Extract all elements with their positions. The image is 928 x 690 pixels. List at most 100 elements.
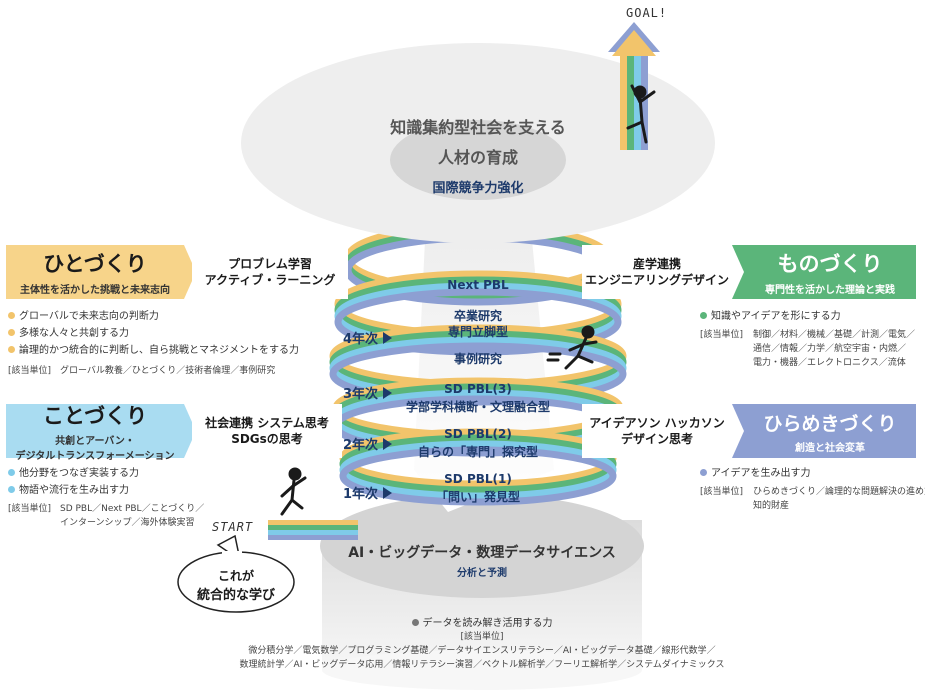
hiramekizukuri-subtitle: 創造と社会変革 xyxy=(795,442,865,454)
hiramekizukuri-chevron xyxy=(732,404,744,458)
monozukuri-units-line2: 通信／情報／力学／航空宇宙・内燃／ xyxy=(753,344,907,354)
year-arrow-1-icon xyxy=(383,487,393,499)
kotozukuri-subtitle1: 共創とアーバン・ xyxy=(55,436,135,447)
start-path-green xyxy=(268,525,358,530)
kotozukuri-bullets: 他分野をつなぎ実装する力 物語や流行を生み出す力 xyxy=(8,465,139,499)
hiramekizukuri-tag-box: アイデアソン ハッカソン デザイン思考 xyxy=(582,404,732,458)
jirei-label: 事例研究 xyxy=(453,352,502,366)
hitozukuri-bullet-item: グローバルで未来志向の判断力 xyxy=(8,308,299,325)
year-label-3: 3年次 xyxy=(343,387,379,402)
cyan-dot-icon xyxy=(8,469,15,476)
ring-1-purple xyxy=(339,446,617,506)
next-pbl-label: Next PBL xyxy=(447,278,509,292)
hiramekizukuri-bullet-text: アイデアを生み出す力 xyxy=(711,468,811,479)
hiramekizukuri-units-line1: ひらめきづくり／論理的な問題解決の進め方 xyxy=(753,487,925,497)
bottom-bullet-text: データを読み解き活用する力 xyxy=(422,618,553,629)
yellow-dot-icon xyxy=(8,312,15,319)
hiramekizukuri-bullets: アイデアを生み出す力 xyxy=(700,465,811,482)
kotozukuri-units-line2: インターンシップ／海外体験実習 xyxy=(60,518,195,528)
hitozukuri-bullet-text: 多様な人々と共創する力 xyxy=(19,328,129,339)
hitozukuri-subtitle: 主体性を活かした挑戦と未来志向 xyxy=(20,285,170,296)
kotozukuri-title-box: ことづくり 共創とアーバン・ デジタルトランスフォーメーション xyxy=(6,404,184,462)
goal-arrowhead-front xyxy=(612,30,656,56)
kotozukuri-bullet-text: 他分野をつなぎ実装する力 xyxy=(19,468,139,479)
hiramekizukuri-title-box: ひらめきづくり 創造と社会変革 xyxy=(744,404,916,458)
start-path-yellow xyxy=(268,520,358,525)
base-cylinder-bottom xyxy=(322,650,642,690)
hiramekizukuri-title: ひらめきづくり xyxy=(763,412,897,435)
yellow-dot-icon xyxy=(8,329,15,336)
year-arrow-2-icon xyxy=(383,438,393,450)
kotozukuri-tag1: 社会連携 システム思考 xyxy=(205,416,329,430)
base-cylinder-top xyxy=(320,494,644,598)
hitozukuri-bullet-item: 多様な人々と共創する力 xyxy=(8,325,299,342)
start-runner-figure xyxy=(280,467,307,516)
hitozukuri-bullets: グローバルで未来志向の判断力 多様な人々と共創する力 論理的かつ統合的に判断し、… xyxy=(8,308,299,359)
pbl3-sub-label: 学部学科横断・文理融合型 xyxy=(405,400,550,414)
yellow-dot-icon xyxy=(8,346,15,353)
kotozukuri-tag2: SDGsの思考 xyxy=(231,432,303,446)
bottom-units-line2: 数理統計学／AI・ビッグデータ応用／情報リテラシー演習／ベクトル解析学／フーリエ… xyxy=(239,660,725,670)
hiramekizukuri-banner: アイデアソン ハッカソン デザイン思考 ひらめきづくり 創造と社会変革 xyxy=(582,404,916,458)
year-label-4: 4年次 xyxy=(343,332,379,347)
hiramekizukuri-tag1: アイデアソン ハッカソン xyxy=(589,416,725,430)
top-title-line1: 知識集約型社会を支える xyxy=(390,118,566,137)
kotozukuri-subtitle2: デジタルトランスフォーメーション xyxy=(15,451,175,462)
pbl2-sub-label: 自らの「専門」探究型 xyxy=(417,445,538,459)
hiramekizukuri-units-line2: 知的財産 xyxy=(753,501,790,511)
base-cylinder xyxy=(320,494,644,690)
speech-bubble-join xyxy=(222,551,242,557)
cyan-dot-icon xyxy=(8,486,15,493)
monozukuri-tag-box: 産学連携 エンジニアリングデザイン xyxy=(582,245,732,299)
year-arrow-4-icon xyxy=(383,332,393,344)
hiramekizukuri-bullet-item: アイデアを生み出す力 xyxy=(700,465,811,482)
bottom-title: AI・ビッグデータ・数理データサイエンス xyxy=(348,545,616,561)
goal-arrow-green xyxy=(627,50,634,150)
bubble-line2: 統合的な学び xyxy=(196,588,275,603)
start-path xyxy=(268,520,358,540)
grey-dot-icon xyxy=(411,619,419,626)
hitozukuri-tag1: プロブレム学習 xyxy=(228,257,312,271)
bottom-unit-label: [該当単位] xyxy=(460,632,504,642)
year-label-1: 1年次 xyxy=(343,487,379,502)
kotozukuri-bullet-item: 他分野をつなぎ実装する力 xyxy=(8,465,139,482)
kotozukuri-unit-label: [該当単位] xyxy=(8,504,52,514)
year-marker-4: 4年次 xyxy=(343,328,393,347)
top-title-line2: 人材の育成 xyxy=(437,148,518,167)
bubble-line1: これが xyxy=(217,569,254,583)
hiramekizukuri-tag2: デザイン思考 xyxy=(620,432,693,446)
monozukuri-subtitle: 専門性を活かした理論と実践 xyxy=(765,285,895,296)
kotozukuri-tag-box: 社会連携 システム思考 SDGsの思考 xyxy=(192,404,342,458)
hitozukuri-bullet-text: グローバルで未来志向の判断力 xyxy=(19,311,159,322)
top-title-line3: 国際競争力強化 xyxy=(432,181,524,196)
bottom-bullet: データを読み解き活用する力 xyxy=(382,614,582,629)
bottom-subtitle: 分析と予測 xyxy=(457,568,507,579)
goal-arrow-yellow xyxy=(620,50,627,150)
hitozukuri-bullet-item: 論理的かつ統合的に判断し、自ら挑戦とマネジメントをする力 xyxy=(8,342,299,359)
monozukuri-bullets: 知識やアイデアを形にする力 xyxy=(700,308,841,325)
monozukuri-units-line3: 電力・機器／エレクトロニクス／流体 xyxy=(753,358,906,368)
year-label-2: 2年次 xyxy=(343,438,379,453)
monozukuri-title: ものづくり xyxy=(777,252,883,276)
sotsugyo-label: 卒業研究 xyxy=(453,309,502,323)
middle-runner-figure xyxy=(546,325,598,370)
hitozukuri-title-box: ひとづくり 主体性を活かした挑戦と未来志向 xyxy=(6,245,184,299)
hitozukuri-tag-box: プロブレム学習 アクティブ・ラーニング xyxy=(192,245,348,299)
green-dot-icon xyxy=(700,312,707,319)
speech-bubble xyxy=(177,534,295,613)
pbl1-sub-label: 「問い」発見型 xyxy=(435,490,520,504)
hitozukuri-tag2: アクティブ・ラーニング xyxy=(204,273,336,287)
monozukuri-chevron xyxy=(732,245,744,299)
hiramekizukuri-unit-label: [該当単位] xyxy=(700,487,744,497)
start-path-purple xyxy=(268,535,358,540)
kotozukuri-title: ことづくり xyxy=(42,404,148,428)
purple-dot-icon xyxy=(700,469,707,476)
monozukuri-title-box: ものづくり 専門性を活かした理論と実践 xyxy=(744,245,916,299)
pbl3-label: SD PBL(3) xyxy=(444,382,512,396)
kotozukuri-units-line1: SD PBL／Next PBL／ことづくり／ xyxy=(60,504,205,514)
start-path-cyan xyxy=(268,530,358,535)
ring-4-purple xyxy=(334,288,622,356)
monozukuri-tag1: 産学連携 xyxy=(632,257,681,271)
kotozukuri-bullet-text: 物語や流行を生み出す力 xyxy=(19,485,129,496)
